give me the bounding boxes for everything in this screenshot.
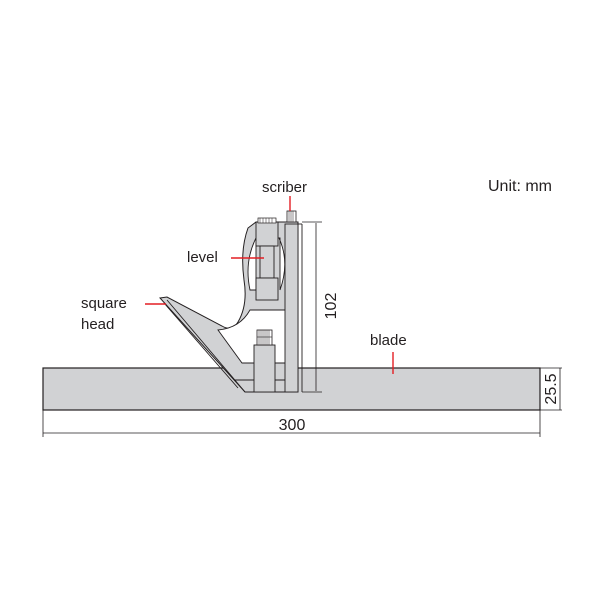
level-label: level	[187, 249, 218, 266]
square-head-label-line2: head	[81, 316, 115, 333]
scriber-label: scriber	[262, 179, 308, 196]
square-head-label-line1: square	[81, 295, 127, 312]
dimension-300: 300	[42, 410, 541, 437]
scriber	[286, 210, 297, 223]
dimension-25-5-label: 25.5	[543, 373, 560, 404]
level	[255, 217, 279, 301]
dimension-300-label: 300	[279, 417, 306, 434]
blade-label: blade	[370, 332, 407, 349]
lock-nut	[253, 329, 276, 393]
dimension-25-5: 25.5	[540, 367, 562, 411]
square-head	[158, 221, 303, 393]
dimension-102-label: 102	[323, 293, 340, 320]
dimension-102: 102	[302, 221, 340, 393]
unit-label: Unit: mm	[488, 178, 552, 195]
